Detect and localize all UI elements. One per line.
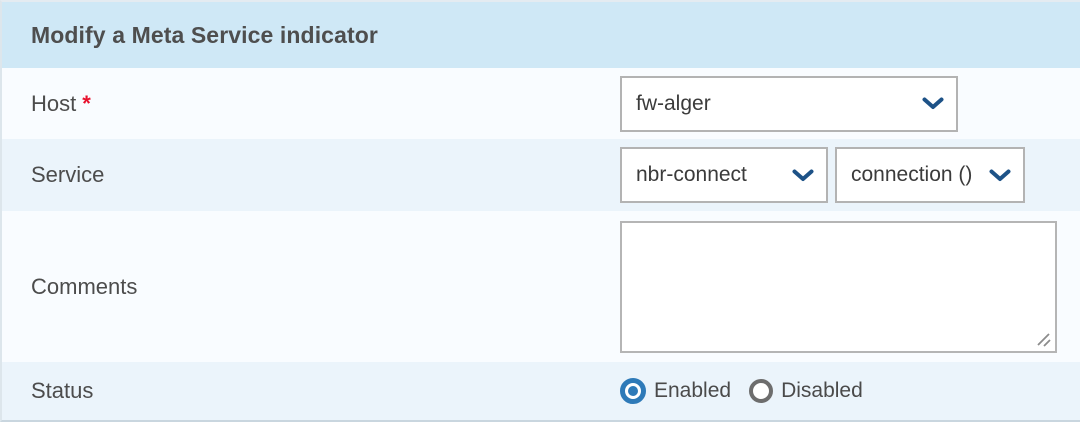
status-label-cell: Status (2, 378, 620, 404)
status-controls: Enabled Disabled (620, 378, 863, 404)
host-controls: fw-alger (620, 75, 958, 132)
required-asterisk: * (82, 90, 91, 116)
radio-dot (628, 386, 638, 396)
chevron-down-icon (922, 97, 944, 109)
service-controls: nbr-connect connection () (620, 147, 1025, 203)
comments-textarea[interactable] (620, 220, 1057, 353)
status-row: Status Enabled Disabled (2, 362, 1080, 420)
comments-label: Comments (31, 273, 138, 299)
comments-label-cell: Comments (2, 274, 620, 300)
status-enabled-label[interactable]: Enabled (654, 379, 732, 402)
service-select-value: nbr-connect (636, 163, 747, 186)
host-select[interactable]: fw-alger (620, 75, 958, 132)
comments-controls (620, 220, 1057, 353)
chevron-down-icon (989, 169, 1011, 181)
status-disabled-label[interactable]: Disabled (781, 379, 863, 402)
service-metric-select[interactable]: connection () (835, 147, 1025, 203)
host-label-cell: Host* (2, 91, 620, 117)
status-radio-group: Enabled Disabled (620, 378, 863, 404)
service-metric-select-value: connection () (851, 163, 973, 186)
form-title: Modify a Meta Service indicator (31, 21, 378, 48)
host-label: Host (31, 90, 77, 116)
host-select-value: fw-alger (636, 91, 711, 115)
service-row: Service nbr-connect connection () (2, 139, 1080, 211)
host-row: Host* fw-alger (2, 68, 1080, 139)
comments-row: Comments (2, 211, 1080, 362)
status-label: Status (31, 378, 94, 403)
service-label: Service (31, 162, 105, 187)
status-disabled-radio[interactable] (749, 379, 774, 403)
status-enabled-radio[interactable] (620, 378, 646, 404)
chevron-down-icon (792, 169, 814, 181)
form-header: Modify a Meta Service indicator (2, 2, 1080, 68)
service-label-cell: Service (2, 162, 620, 188)
service-select[interactable]: nbr-connect (620, 147, 828, 203)
comments-textarea-wrap (620, 220, 1057, 353)
